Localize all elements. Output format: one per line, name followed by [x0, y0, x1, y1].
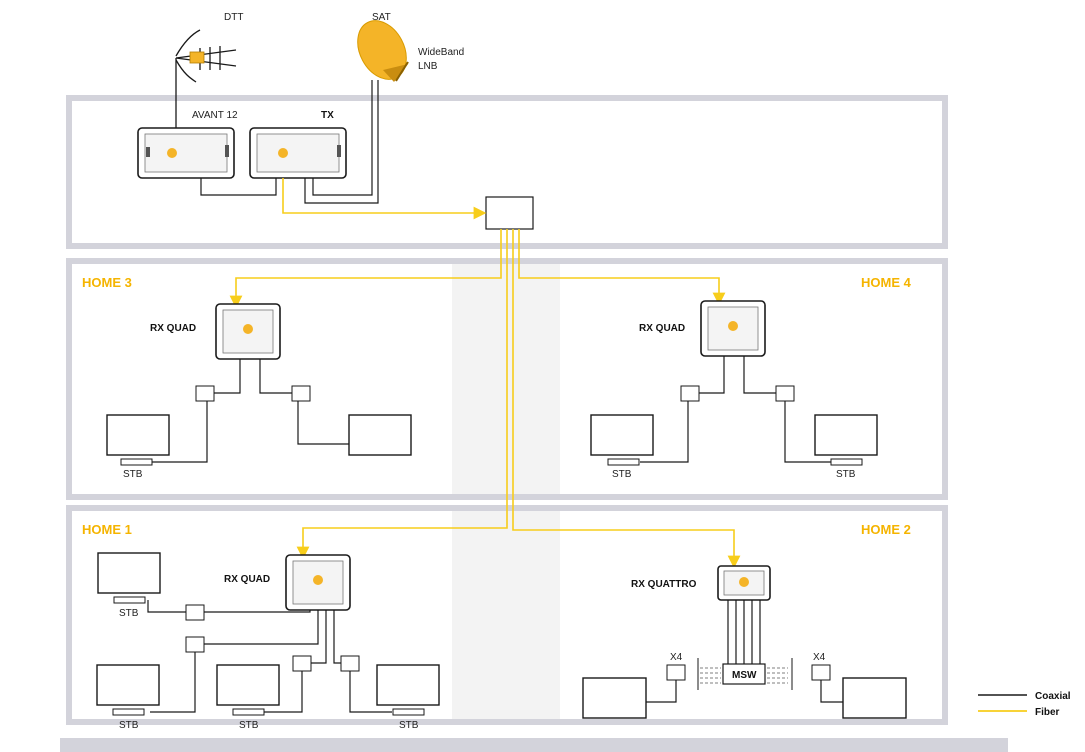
avant12-label: AVANT 12: [192, 110, 238, 121]
home2-rx-label: RX QUATTRO: [631, 579, 697, 590]
home4-coax-1: [699, 356, 725, 394]
home4-rx-device: [700, 300, 766, 357]
home1-coax-7: [262, 671, 303, 713]
home4-coax-2: [743, 356, 776, 394]
fiber-to-home4: [518, 229, 726, 306]
home3-coax-4: [297, 401, 349, 445]
home1-stb-icon-4: [392, 708, 425, 716]
home1-outlet-2: [185, 636, 205, 653]
sat-dish-icon: [357, 20, 409, 82]
sat-label: SAT: [372, 12, 391, 23]
legend-fiber-label: Fiber: [1035, 707, 1060, 718]
home2-coax-2: [820, 680, 843, 703]
home1-tv-3: [216, 664, 280, 706]
home1-stb-icon-3: [232, 708, 265, 716]
home2-rx-device: [717, 565, 771, 601]
home4-coax-3: [640, 401, 689, 463]
avant-to-tx-coax: [200, 178, 277, 196]
home3-rx-label: RX QUAD: [150, 323, 196, 334]
tx-label: TX: [321, 110, 334, 121]
home1-coax-8: [349, 671, 392, 713]
home3-coax-2: [259, 359, 292, 394]
legend-coaxial-label: Coaxial: [1035, 691, 1071, 702]
home2-title: HOME 2: [861, 522, 911, 537]
home1-outlet-4: [340, 655, 360, 672]
home3-stb-icon: [120, 458, 153, 466]
home1-stb-label-4: STB: [399, 720, 419, 731]
home2-outlet-1: [666, 664, 686, 681]
home3-tv-1: [106, 414, 170, 456]
home3-tv-2: [348, 414, 412, 456]
home2-msw-box: [722, 663, 766, 685]
home1-stb-icon-2: [112, 708, 145, 716]
home1-rx-label: RX QUAD: [224, 574, 270, 585]
home3-outlet-1: [195, 385, 215, 402]
home3-coax-3: [150, 401, 208, 463]
tx-to-splitter-fiber: [282, 178, 487, 220]
home3-stb-label: STB: [123, 469, 143, 480]
home4-outlet-1: [680, 385, 700, 402]
home4-stb-icon-1: [607, 458, 640, 466]
home4-rx-label: RX QUAD: [639, 323, 685, 334]
home4-stb-label-2: STB: [836, 469, 856, 480]
home1-outlet-1: [185, 604, 205, 621]
tx-device: [249, 127, 347, 179]
home1-stb-label-3: STB: [239, 720, 259, 731]
home1-rx-device: [285, 554, 351, 611]
home4-outlet-2: [775, 385, 795, 402]
home2-msw-outputs: [700, 667, 788, 684]
dtt-label: DTT: [224, 12, 243, 23]
home1-tv-1: [97, 552, 161, 594]
stairwell-lower: [452, 511, 560, 719]
home1-title: HOME 1: [82, 522, 132, 537]
home2-tv-2: [842, 677, 907, 719]
home4-tv-1: [590, 414, 654, 456]
ground: [60, 738, 1008, 752]
home2-outlet-2: [811, 664, 831, 681]
home1-stb-label-1: STB: [119, 608, 139, 619]
home3-outlet-2: [291, 385, 311, 402]
fiber-to-home1: [296, 229, 508, 560]
dtt-antenna-icon: [175, 29, 237, 128]
home4-stb-label-1: STB: [612, 469, 632, 480]
home2-msw-label: MSW: [732, 670, 757, 681]
home2-coax-1: [646, 680, 677, 703]
stairwell-upper: [452, 264, 560, 494]
home1-coax-6: [150, 652, 196, 713]
home1-outlet-3: [292, 655, 312, 672]
home2-mult-left: X4: [670, 652, 683, 663]
optical-splitter: [485, 196, 534, 230]
home1-stb-icon-1: [113, 596, 146, 604]
fiber-to-home2: [512, 229, 741, 569]
lnb-to-tx-coax-2: [304, 80, 379, 204]
home1-coax-5: [333, 610, 341, 664]
home1-tv-2: [96, 664, 160, 706]
home4-title: HOME 4: [861, 275, 912, 290]
home1-coax-2: [204, 610, 311, 613]
lnb-label-line2: LNB: [418, 61, 438, 72]
home4-stb-icon-2: [830, 458, 863, 466]
home1-coax-4: [311, 610, 327, 664]
fiber-to-home3: [229, 229, 502, 309]
home3-rx-device: [215, 303, 281, 360]
home3-coax-1: [214, 359, 241, 394]
home2-mult-right: X4: [813, 652, 826, 663]
lnb-label-line1: WideBand: [418, 47, 464, 58]
home1-coax-3: [204, 610, 319, 645]
home1-stb-label-2: STB: [119, 720, 139, 731]
home3-title: HOME 3: [82, 275, 132, 290]
home4-tv-2: [814, 414, 878, 456]
home1-coax-1: [147, 600, 186, 613]
lnb-to-tx-coax-1: [312, 80, 373, 196]
home1-tv-4: [376, 664, 440, 706]
legend: Coaxial Fiber: [978, 691, 1071, 718]
home2-tv-1: [582, 677, 647, 719]
home2-quattro-bus: [727, 600, 761, 664]
avant12-device: [137, 127, 235, 179]
